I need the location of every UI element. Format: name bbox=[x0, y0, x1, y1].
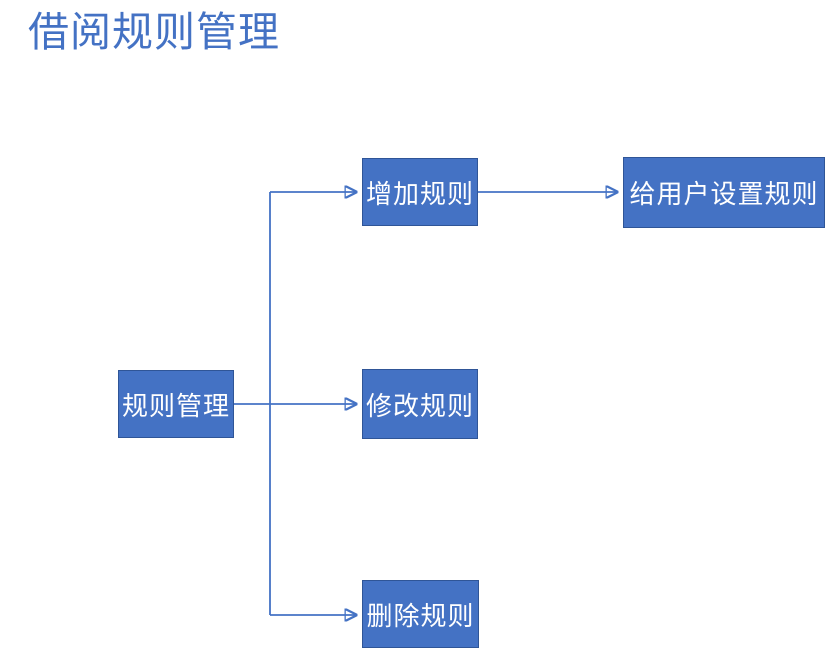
node-add-rule-label: 增加规则 bbox=[365, 178, 474, 209]
node-modify-rule-label: 修改规则 bbox=[365, 390, 474, 421]
node-rule-management: 规则管理 bbox=[118, 370, 234, 438]
node-rule-management-label: 规则管理 bbox=[121, 390, 230, 421]
node-delete-rule-label: 删除规则 bbox=[366, 600, 475, 631]
node-add-rule: 增加规则 bbox=[362, 158, 478, 226]
node-delete-rule: 删除规则 bbox=[362, 580, 479, 648]
node-set-user-rule-label: 给用户设置规则 bbox=[629, 179, 819, 209]
page-title: 借阅规则管理 bbox=[28, 9, 280, 55]
node-modify-rule: 修改规则 bbox=[362, 369, 478, 439]
node-set-user-rule: 给用户设置规则 bbox=[623, 157, 825, 228]
